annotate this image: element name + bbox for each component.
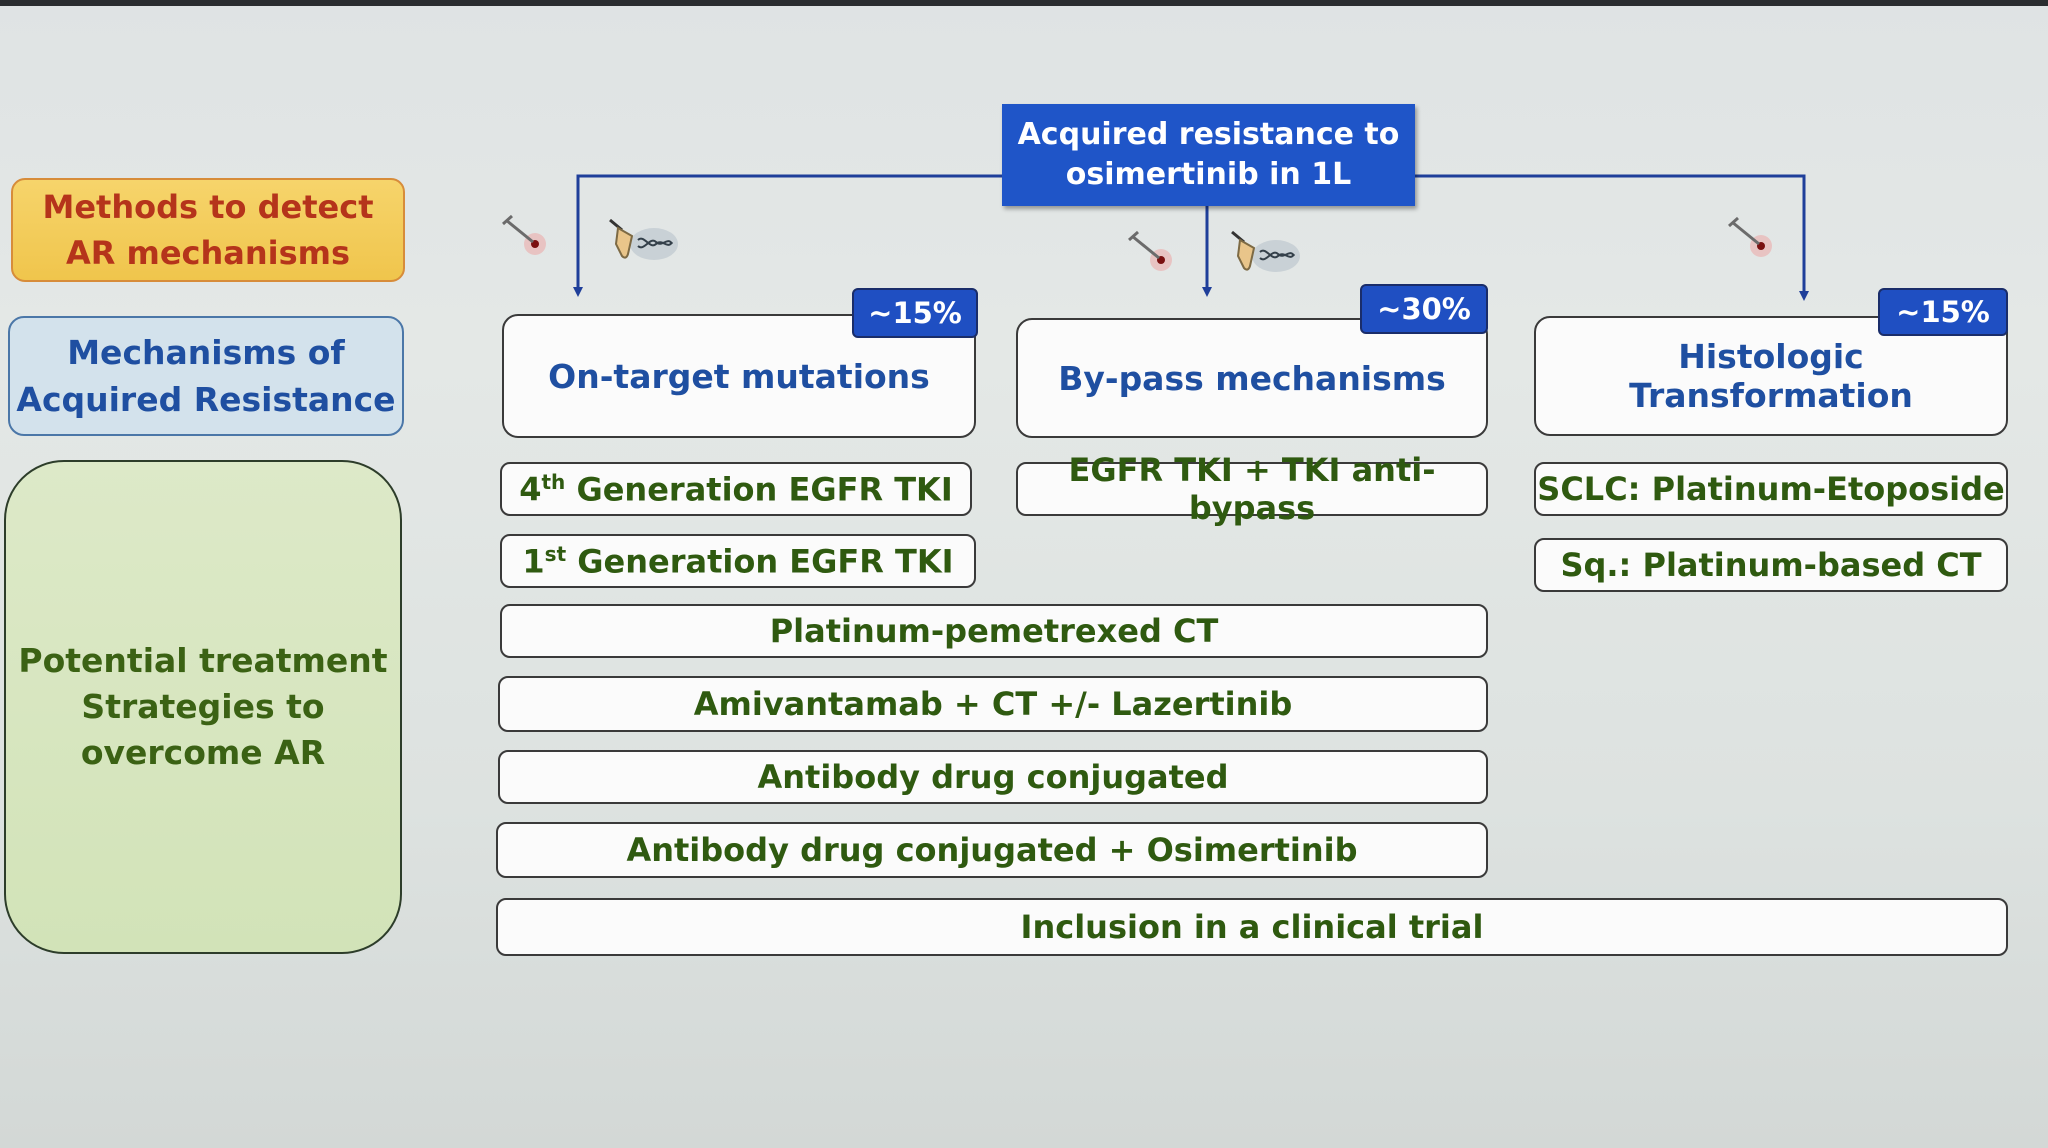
legend-mechanisms-line2: Acquired Resistance bbox=[16, 380, 396, 419]
treatment-sclc-platinum-etoposide: SCLC: Platinum-Etoposide bbox=[1534, 462, 2008, 516]
liquid-biopsy-dna-icon bbox=[1231, 230, 1300, 272]
treatment-1st-sup: st bbox=[544, 541, 567, 566]
connector-on-target bbox=[573, 174, 1002, 297]
biopsy-needle-icon bbox=[502, 214, 546, 255]
treatment-adc-osimertinib: Antibody drug conjugated + Osimertinib bbox=[496, 822, 1488, 878]
mechanism-bypass: By-pass mechanisms bbox=[1016, 318, 1488, 438]
legend-mechanisms-of-resistance: Mechanisms of Acquired Resistance bbox=[8, 316, 404, 436]
biopsy-needle-icon bbox=[1128, 230, 1172, 271]
legend-methods-to-detect: Methods to detect AR mechanisms bbox=[11, 178, 405, 282]
mechanism-histologic: Histologic Transformation bbox=[1534, 316, 2008, 436]
treatment-1st-num: 1 bbox=[522, 542, 545, 581]
treatment-1st-generation-text: 1st Generation EGFR TKI bbox=[522, 542, 953, 581]
treatment-4th-generation-text: 4th Generation EGFR TKI bbox=[519, 470, 953, 509]
treatment-1st-rest: Generation EGFR TKI bbox=[566, 542, 954, 581]
treatment-adc: Antibody drug conjugated bbox=[498, 750, 1488, 804]
biopsy-needle-icon bbox=[1728, 216, 1772, 257]
treatment-amivantamab: Amivantamab + CT +/- Lazertinib bbox=[498, 676, 1488, 732]
legend-treatments-line2: Strategies to bbox=[81, 687, 325, 726]
liquid-biopsy-dna-icon bbox=[609, 218, 678, 260]
treatment-clinical-trial: Inclusion in a clinical trial bbox=[496, 898, 2008, 956]
treatment-1st-generation-tki: 1st Generation EGFR TKI bbox=[500, 534, 976, 588]
connector-histologic bbox=[1415, 174, 1809, 301]
legend-methods-line1: Methods to detect bbox=[42, 188, 374, 226]
root-line1: Acquired resistance to bbox=[1017, 117, 1400, 152]
root-acquired-resistance: Acquired resistance to osimertinib in 1L bbox=[1002, 104, 1415, 206]
mechanism-bypass-label: By-pass mechanisms bbox=[1058, 358, 1446, 398]
percent-badge-on-target: ~15% bbox=[852, 288, 978, 338]
treatment-4th-num: 4 bbox=[519, 470, 542, 509]
percent-badge-bypass: ~30% bbox=[1360, 284, 1488, 334]
treatment-4th-rest: Generation EGFR TKI bbox=[565, 470, 953, 509]
percent-badge-histologic: ~15% bbox=[1878, 288, 2008, 336]
legend-mechanisms-line1: Mechanisms of bbox=[67, 333, 345, 372]
root-line2: osimertinib in 1L bbox=[1065, 157, 1352, 192]
treatment-tki-anti-bypass: EGFR TKI + TKI anti-bypass bbox=[1016, 451, 1488, 527]
treatment-platinum-pemetrexed: Platinum-pemetrexed CT bbox=[500, 604, 1488, 658]
mechanism-on-target-label: On-target mutations bbox=[548, 356, 930, 396]
legend-treatments-line3: overcome AR bbox=[80, 733, 326, 772]
mechanism-histologic-label: Histologic Transformation bbox=[1629, 337, 1913, 415]
treatment-4th-generation-tki: 4th Generation EGFR TKI bbox=[500, 462, 972, 516]
screen-top-edge bbox=[0, 0, 2048, 6]
legend-methods-line2: AR mechanisms bbox=[65, 234, 351, 272]
treatment-sq-platinum-ct: Sq.: Platinum-based CT bbox=[1534, 538, 2008, 592]
treatment-4th-sup: th bbox=[541, 469, 566, 494]
legend-treatments-line1: Potential treatment bbox=[18, 641, 388, 680]
